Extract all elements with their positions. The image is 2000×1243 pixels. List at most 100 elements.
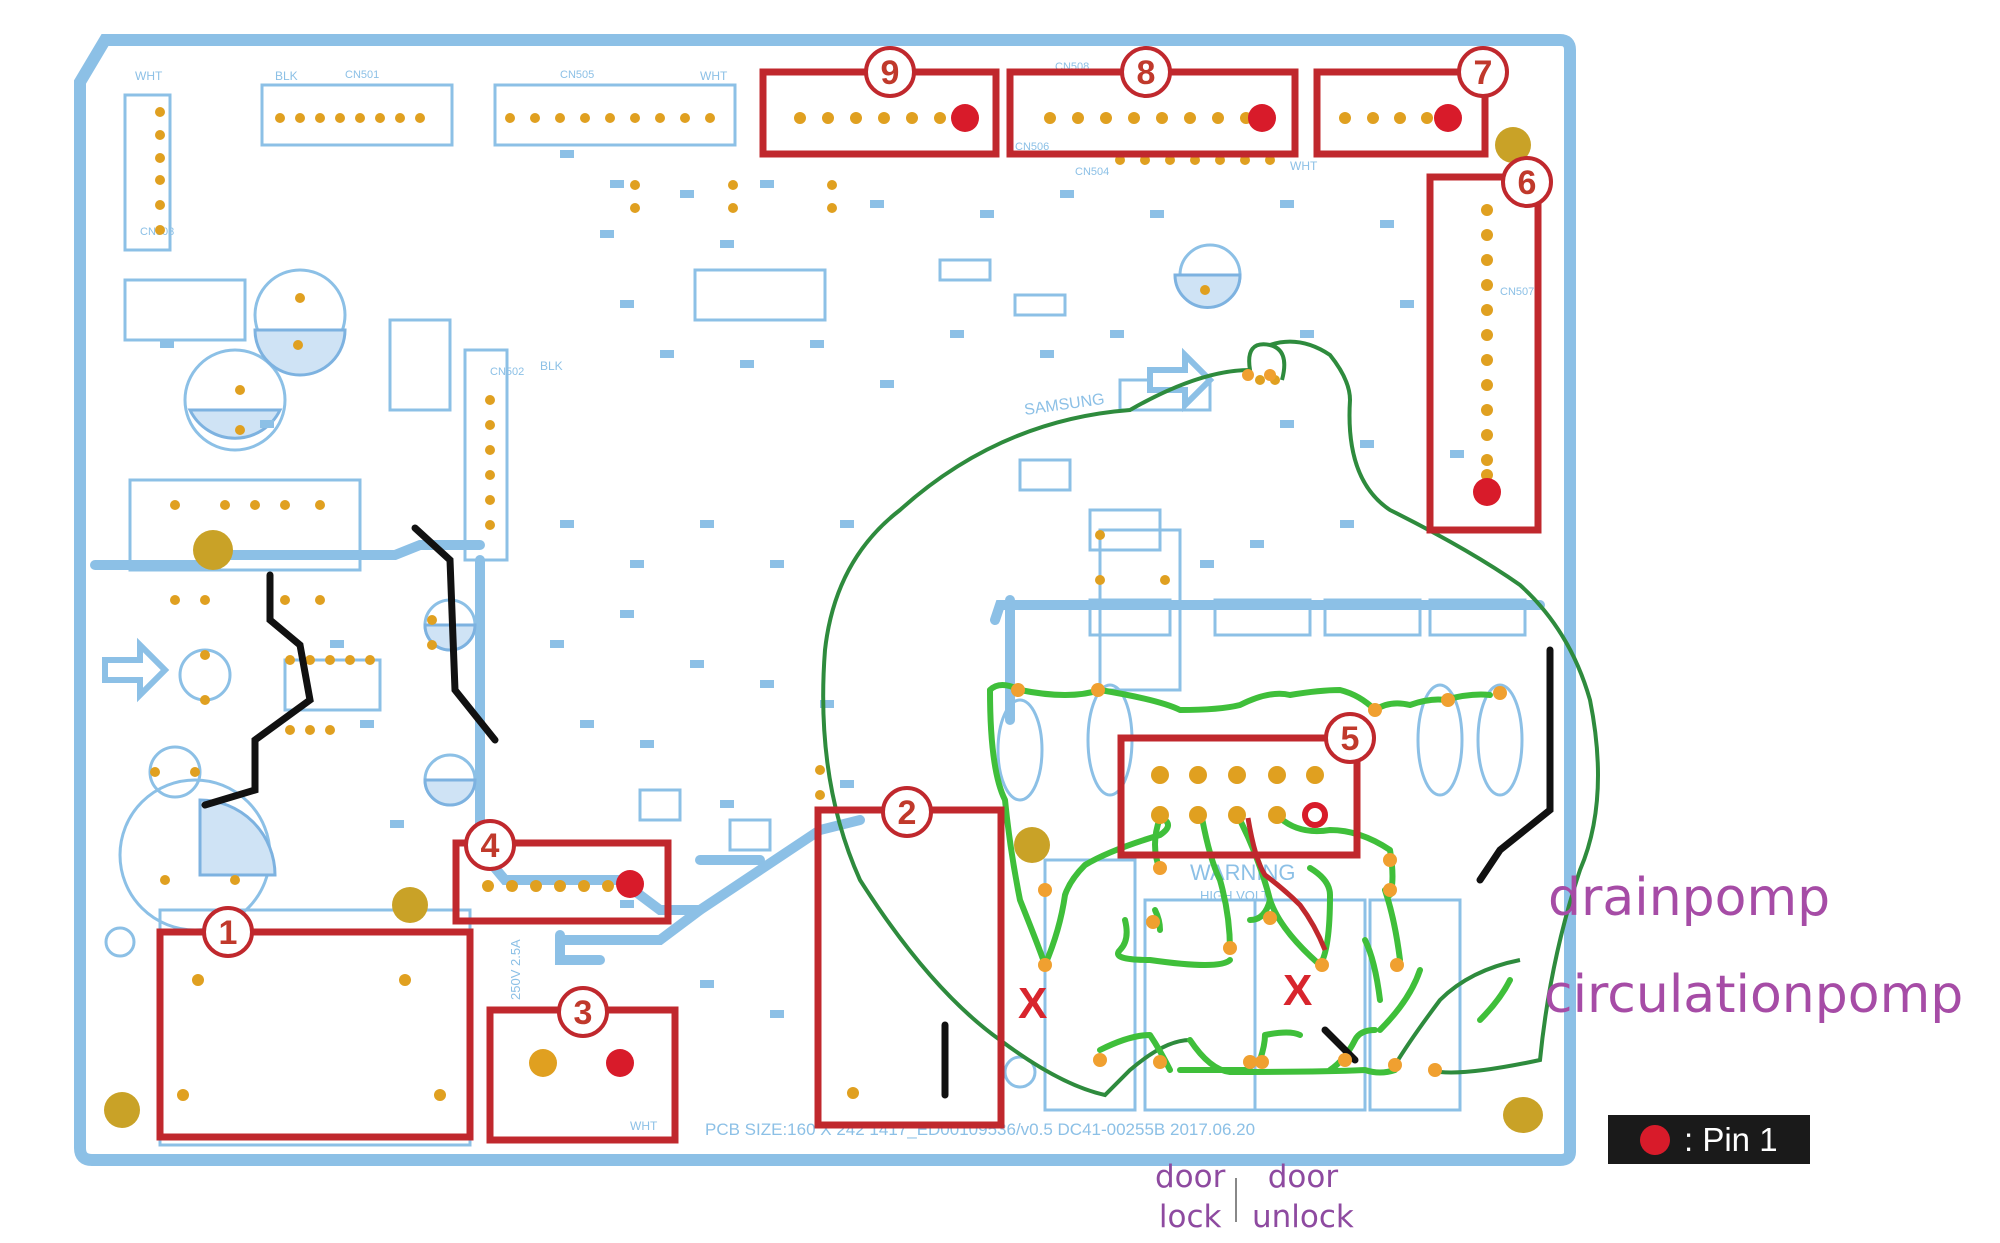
hatched-components xyxy=(187,273,1242,877)
connector-6-box xyxy=(1426,173,1542,534)
connector-5: 5 xyxy=(1117,712,1376,859)
connector-pin xyxy=(399,974,411,986)
connector-6: 6 xyxy=(1426,156,1553,534)
connector-number: 1 xyxy=(219,914,238,952)
connector-pin xyxy=(1184,112,1196,124)
voltage-text: HIGH VOLT xyxy=(1200,888,1269,903)
wht-label: WHT xyxy=(630,1119,658,1133)
blk-label: BLK xyxy=(275,69,298,83)
connector-pin xyxy=(1151,766,1169,784)
connector-pin xyxy=(1268,766,1286,784)
pin1-marker-icon xyxy=(606,1049,634,1077)
connector-pin xyxy=(1481,279,1493,291)
connector-pin xyxy=(847,1087,859,1099)
connector-pin xyxy=(1212,112,1224,124)
connector-pin xyxy=(1481,404,1493,416)
wires-black xyxy=(201,524,1554,1099)
drain-pump-label: drainpomp xyxy=(1548,868,1831,928)
connector-silkscreen-label: CN506 xyxy=(1015,141,1049,153)
connector-pin xyxy=(1189,766,1207,784)
connector-pin xyxy=(1100,112,1112,124)
connector-pin xyxy=(1151,806,1169,824)
connector-7: 7 xyxy=(1313,46,1509,158)
connector-pin xyxy=(906,112,918,124)
connector-pin xyxy=(1156,112,1168,124)
connector-pin xyxy=(1228,766,1246,784)
connector-layer: 9 8 7 6 5 4 3 2 1 xyxy=(156,46,1553,1144)
connector-silkscreen-label: CN505 xyxy=(560,69,594,81)
connector-pin xyxy=(1481,229,1493,241)
connector-pin xyxy=(1394,112,1406,124)
connector-pin xyxy=(434,1089,446,1101)
disconnected-mark-x: X xyxy=(1018,979,1047,1028)
connector-pin xyxy=(1481,304,1493,316)
connector-4: 4 xyxy=(452,819,672,925)
pin1-marker-icon xyxy=(1473,478,1501,506)
connector-1: 1 xyxy=(156,906,474,1141)
wht-label: WHT xyxy=(700,69,728,83)
connector-pin xyxy=(1072,112,1084,124)
connector-pin xyxy=(1481,429,1493,441)
connector-number: 2 xyxy=(898,794,917,832)
connector-pin xyxy=(850,112,862,124)
connector-pin xyxy=(1481,204,1493,216)
connector-number: 4 xyxy=(481,827,500,865)
pin1-legend: : Pin 1 xyxy=(1608,1115,1810,1164)
connector-badge xyxy=(1457,46,1509,98)
connector-badge xyxy=(557,986,609,1038)
connector-silkscreen-label: CN502 xyxy=(490,366,524,378)
connector-pin xyxy=(1481,329,1493,341)
connector-silkscreen-label: CN504 xyxy=(1075,166,1109,178)
arrow-icon xyxy=(102,637,170,703)
connector-pin xyxy=(530,880,542,892)
blk-label: BLK xyxy=(540,359,563,373)
connector-pin xyxy=(1189,806,1207,824)
connector-silkscreen-label: CN501 xyxy=(345,69,379,81)
pin1-marker-icon xyxy=(616,870,644,898)
pin1-marker-icon xyxy=(1302,802,1328,828)
board-pads xyxy=(150,107,1280,885)
connector-silkscreen-label: CN507 xyxy=(1500,286,1534,298)
connector-7-box xyxy=(1313,68,1489,158)
connector-number: 7 xyxy=(1474,54,1493,92)
pin1-marker-icon xyxy=(1248,104,1276,132)
warning-text: WARNING xyxy=(1190,860,1296,885)
connector-number: 8 xyxy=(1137,54,1156,92)
mounting-holes xyxy=(104,127,1543,1133)
connector-9: 9 xyxy=(759,46,1000,158)
connector-number: 5 xyxy=(1341,720,1360,758)
connector-2: 2 xyxy=(814,786,1005,1129)
fuse-rating-text: 250V 2.5A xyxy=(508,939,523,1000)
connector-3: 3 xyxy=(486,986,679,1144)
arrow-icon xyxy=(1147,347,1215,413)
connector-pin xyxy=(794,112,806,124)
wire-green-loop xyxy=(821,339,1600,1098)
connector-pin xyxy=(506,880,518,892)
pin1-marker-icon xyxy=(951,104,979,132)
connector-pin xyxy=(1367,112,1379,124)
connector-number: 3 xyxy=(574,994,593,1032)
connector-8: 8 xyxy=(1006,46,1299,158)
connector-pin xyxy=(192,974,204,986)
pin1-legend-text: : Pin 1 xyxy=(1684,1120,1778,1158)
connector-badge xyxy=(1120,46,1172,98)
connector-pin xyxy=(1481,254,1493,266)
connector-badge xyxy=(1501,156,1553,208)
connector-number: 9 xyxy=(881,54,900,92)
connector-badge xyxy=(881,786,933,838)
connector-pin xyxy=(482,880,494,892)
connector-pin xyxy=(1228,806,1246,824)
connector-pin xyxy=(1268,806,1286,824)
connector-pin xyxy=(1481,379,1493,391)
connector-pin xyxy=(878,112,890,124)
connector-badge xyxy=(464,819,516,871)
connector-pin xyxy=(1481,454,1493,466)
connector-pin xyxy=(177,1089,189,1101)
connector-badge xyxy=(864,46,916,98)
circulation-pump-label: circulationpomp xyxy=(1544,965,1964,1025)
connector-pin xyxy=(1481,354,1493,366)
connector-1-box xyxy=(156,928,474,1141)
connector-badge xyxy=(1324,712,1376,764)
connector-5-box xyxy=(1117,734,1361,859)
